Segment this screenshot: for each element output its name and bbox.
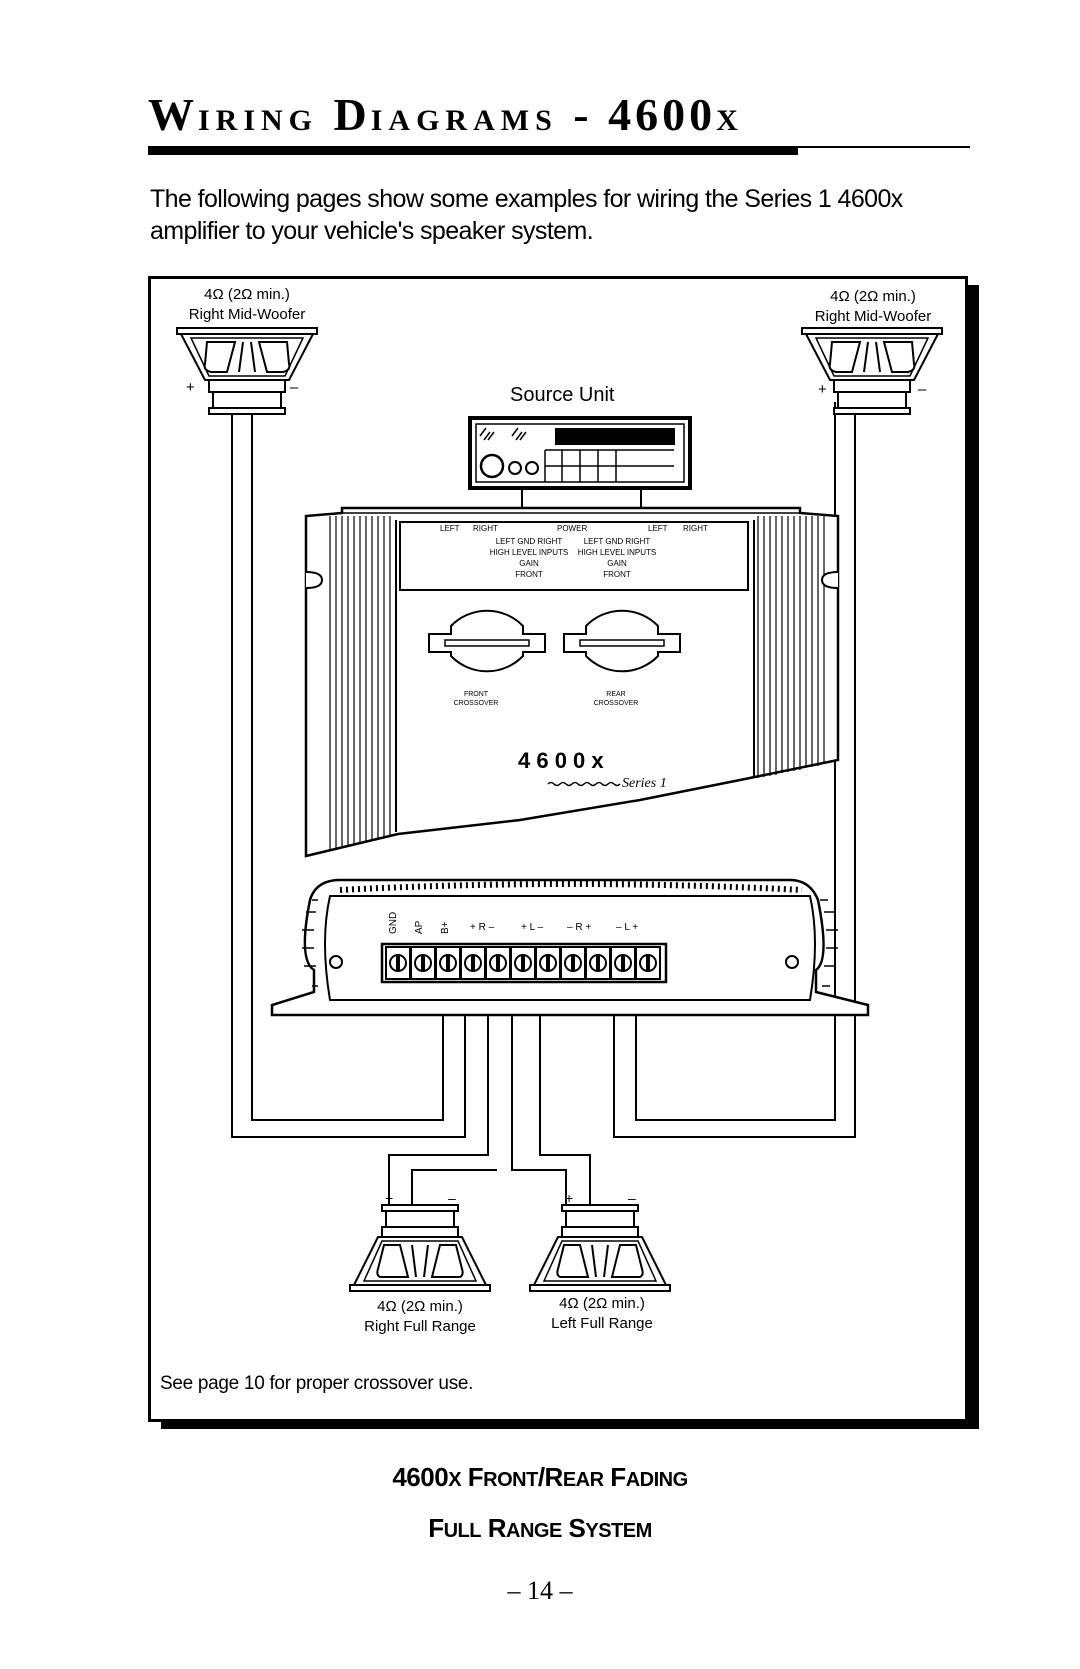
terminal-icon: [610, 946, 636, 980]
terminal-gnd-icon: [385, 946, 411, 980]
terminal-gnd-label: GND: [388, 911, 399, 934]
speaker-top-right-icon: [801, 327, 943, 415]
terminal-ap-label: AP: [414, 920, 425, 934]
terminal-icon: [635, 946, 661, 980]
terminal-icon: [485, 946, 511, 980]
terminal-rear-left-label: – L +: [616, 922, 639, 933]
figure-caption-line-2: FULL RANGE SYSTEM: [428, 1513, 652, 1543]
panel-power-label: POWER: [557, 524, 588, 533]
terminal-block: [380, 942, 668, 984]
title-rule: [148, 146, 970, 148]
panel-right-label-2: RIGHT: [683, 524, 708, 533]
terminal-icon: [585, 946, 611, 980]
speaker-bottom-left-label: 4Ω (2Ω min.)Right Full Range: [364, 1298, 476, 1335]
panel-left-label-2: LEFT: [648, 524, 668, 533]
panel-right-label: RIGHT: [473, 524, 498, 533]
terminal-icon: [560, 946, 586, 980]
source-unit-icon: [468, 416, 692, 490]
amplifier-top-view: [304, 506, 840, 858]
terminal-front-left-label: + L –: [521, 922, 544, 933]
speaker-bottom-right-plus: +: [565, 1190, 574, 1206]
speaker-bottom-left-icon: [349, 1204, 491, 1292]
intro-paragraph: The following pages show some examples f…: [150, 185, 903, 245]
speaker-top-left-icon: [176, 327, 318, 415]
series-squiggle: [547, 781, 621, 787]
terminal-bplus-label: B+: [440, 921, 451, 934]
speaker-top-right-plus: +: [818, 381, 827, 398]
amplifier-model-label: 4 6 0 0 x: [518, 748, 604, 773]
title-rule-thick: [148, 148, 798, 155]
crossover-note: See page 10 for proper crossover use.: [160, 1373, 474, 1394]
figure-caption-line-1: 4600X FRONT/REAR FADING: [392, 1462, 688, 1492]
speaker-top-left-minus: –: [290, 379, 299, 396]
series-logo-label: Series 1: [622, 776, 667, 791]
terminal-icon: [535, 946, 561, 980]
terminal-bplus-icon: [435, 946, 461, 980]
speaker-top-left-label: 4Ω (2Ω min.)Right Mid-Woofer: [188, 286, 306, 323]
terminal-ap-icon: [410, 946, 436, 980]
terminal-icon: [510, 946, 536, 980]
speaker-top-left-plus: +: [186, 379, 195, 396]
terminal-rear-right-label: – R +: [567, 922, 592, 933]
terminal-front-right-label: + R –: [470, 922, 495, 933]
page-number: – 14 –: [507, 1576, 573, 1605]
speaker-bottom-left-minus: –: [448, 1190, 456, 1206]
speaker-top-right-label: 4Ω (2Ω min.)Right Mid-Woofer: [814, 288, 932, 325]
speaker-bottom-right-label: 4Ω (2Ω min.)Left Full Range: [551, 1295, 653, 1332]
speaker-bottom-right-minus: –: [628, 1190, 636, 1206]
terminal-icon: [460, 946, 486, 980]
panel-left-label: LEFT: [440, 524, 460, 533]
speaker-bottom-right-icon: [529, 1204, 671, 1292]
source-unit-label: Source Unit: [510, 384, 615, 406]
page-title: WIRING DIAGRAMS - 4600X: [148, 89, 744, 140]
speaker-bottom-left-plus: +: [385, 1190, 394, 1206]
speaker-top-right-minus: –: [918, 381, 927, 398]
